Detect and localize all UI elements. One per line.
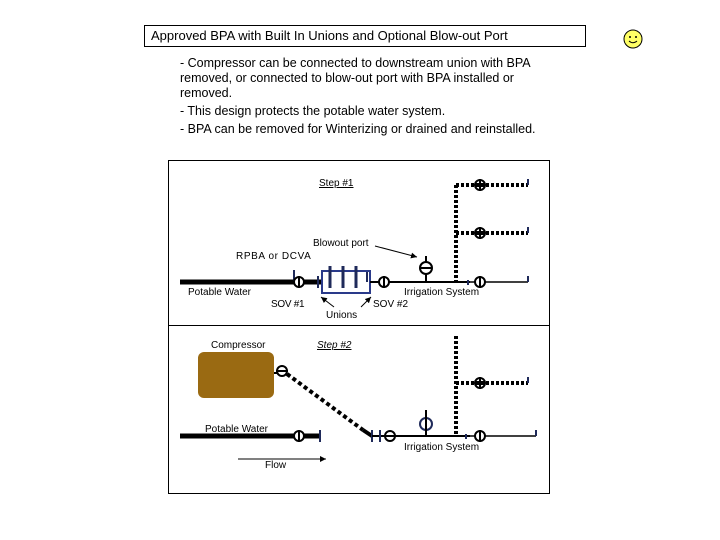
bullet-compressor: - Compressor can be connected to downstr… bbox=[180, 56, 530, 100]
smiley-icon bbox=[623, 29, 643, 49]
compressor-tank-icon bbox=[198, 352, 274, 398]
plumbing-diagram bbox=[168, 160, 550, 494]
valve-icon bbox=[293, 276, 305, 288]
blowout-port-label: Blowout port bbox=[313, 238, 369, 249]
compressor-label: Compressor bbox=[211, 340, 266, 351]
bullet-protects: - This design protects the potable water… bbox=[180, 104, 446, 118]
irrigation-system-label: Irrigation System bbox=[404, 287, 480, 298]
valve-icon bbox=[293, 430, 305, 442]
step-divider bbox=[168, 325, 550, 326]
step2-label: Step #2 bbox=[317, 340, 352, 351]
flow-label: Flow bbox=[265, 460, 287, 471]
valve-icon bbox=[378, 276, 390, 288]
rpba-label: RPBA or DCVA bbox=[236, 251, 312, 262]
page-title: Approved BPA with Built In Unions and Op… bbox=[144, 25, 586, 47]
irrigation-system-label-2: Irrigation System bbox=[404, 442, 480, 453]
valve-icon bbox=[384, 430, 396, 442]
potable-water-label-2: Potable Water bbox=[205, 424, 268, 435]
bullet-winterizing: - BPA can be removed for Winterizing or … bbox=[180, 122, 536, 136]
potable-water-label: Potable Water bbox=[188, 287, 251, 298]
valve-icon bbox=[419, 261, 433, 275]
valve-icon bbox=[276, 365, 288, 377]
valve-icon bbox=[474, 227, 486, 239]
valve-icon bbox=[419, 417, 433, 431]
valve-icon bbox=[474, 377, 486, 389]
description-list: - Compressor can be connected to downstr… bbox=[180, 56, 550, 140]
unions-label: Unions bbox=[326, 310, 358, 321]
step1-label: Step #1 bbox=[319, 178, 354, 189]
sov1-label: SOV #1 bbox=[271, 299, 305, 310]
sov2-label: SOV #2 bbox=[373, 299, 409, 310]
valve-icon bbox=[474, 276, 486, 288]
valve-icon bbox=[474, 430, 486, 442]
valve-icon bbox=[474, 179, 486, 191]
